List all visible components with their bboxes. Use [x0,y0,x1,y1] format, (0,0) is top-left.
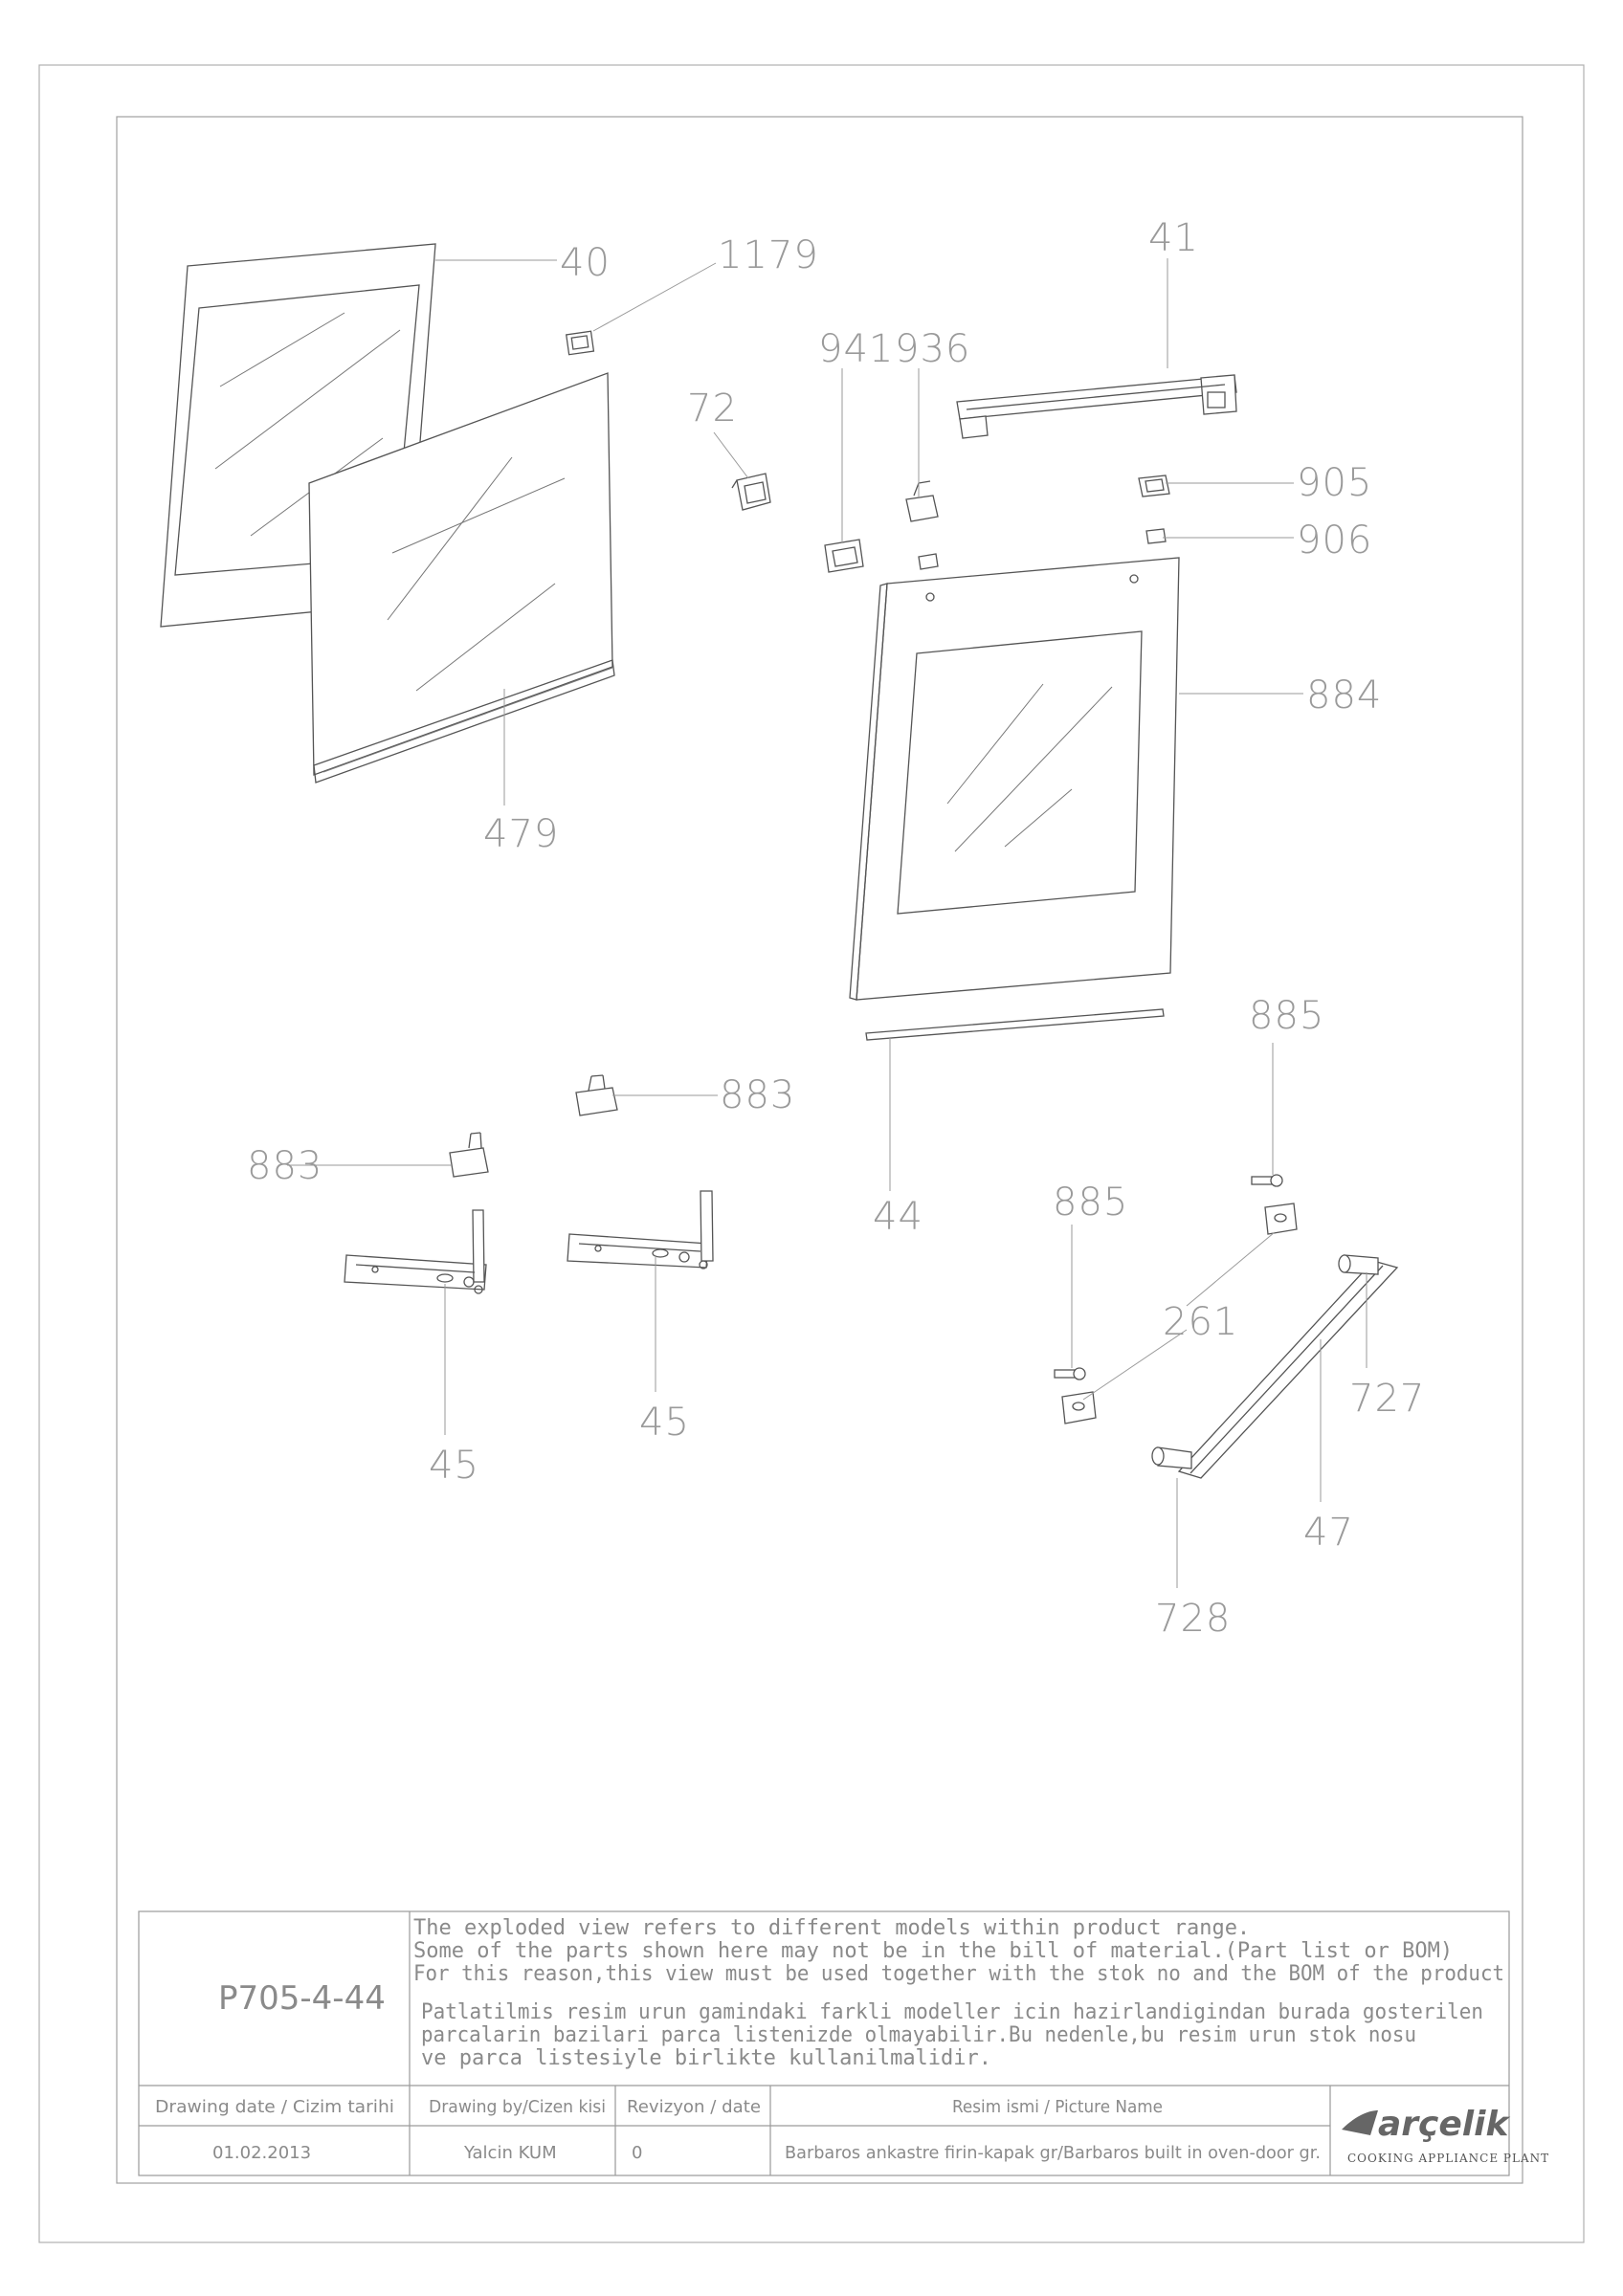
callout-727: 727 [1349,1377,1425,1421]
note-en-line-1: The exploded view refers to different mo… [413,1916,1250,1940]
callout-labels: 40 1179 41 941 936 72 905 906 884 479 88… [247,216,1425,1641]
callout-47: 47 [1303,1511,1354,1555]
part-885-screw-lower [1054,1367,1086,1380]
leader-lines [287,258,1367,1588]
value-picture-name: Barbaros ankastre firin-kapak gr/Barbaro… [785,2143,1321,2163]
part-883-hinge-receiver-left [449,1132,489,1178]
part-906-clip [1145,528,1167,544]
value-revision: 0 [632,2143,642,2163]
callout-728: 728 [1155,1597,1231,1641]
value-drawing-date: 01.02.2013 [212,2143,311,2163]
part-905-clip [1138,475,1170,497]
callout-72: 72 [687,386,738,430]
callout-44: 44 [873,1195,923,1239]
part-883-hinge-receiver-right [575,1074,618,1116]
callout-884: 884 [1306,673,1382,718]
callout-479: 479 [483,812,559,856]
part-885-screw-upper [1251,1174,1283,1187]
part-936-lower-clip [918,553,939,570]
callout-905: 905 [1297,461,1372,505]
callout-261: 261 [1163,1300,1238,1344]
part-1179-clip [566,330,595,356]
part-45-hinge-right [567,1190,714,1269]
part-41-top-profile [956,374,1237,439]
logo-subtitle: COOKING APPLIANCE PLANT [1347,2152,1549,2165]
callout-45-right: 45 [639,1401,690,1445]
part-261-cap-lower [1061,1391,1097,1424]
header-revision: Revizyon / date [627,2097,761,2117]
callout-45-left: 45 [429,1444,479,1488]
part-941-clip [824,539,864,573]
outer-border [38,64,1585,2243]
part-884-door-panel [849,557,1180,1001]
part-45-hinge-left [344,1209,487,1294]
callout-936: 936 [895,327,970,371]
callout-883-right: 883 [720,1073,795,1117]
header-picture-name: Resim ismi / Picture Name [952,2097,1163,2117]
part-261-cap-upper [1264,1203,1298,1235]
callout-40: 40 [560,241,611,285]
note-en-line-2: Some of the parts shown here may not be … [413,1939,1453,1963]
part-479-inner-glass [308,372,615,784]
callout-41: 41 [1148,216,1199,260]
part-44-seal-strip [865,1008,1165,1041]
value-drawn-by: Yalcin KUM [463,2143,557,2163]
header-drawn-by: Drawing by/Cizen kisi [429,2097,606,2117]
note-tr-line-2: parcalarin bazilari parca listenizde olm… [421,2023,1416,2047]
logo-brand: arçelik [1378,2105,1510,2144]
arcelik-logo: arçelik COOKING APPLIANCE PLANT [1342,2105,1549,2165]
part-936-clip [905,480,939,522]
callout-885-lower: 885 [1053,1181,1128,1225]
inner-border [116,116,1523,2184]
callout-941: 941 [818,327,894,371]
drawing-code: P705-4-44 [218,1979,386,2018]
note-tr-line-1: Patlatilmis resim urun gamindaki farkli … [421,2000,1483,2024]
part-72-bracket [731,473,771,511]
callout-906: 906 [1297,519,1372,563]
callout-883-left: 883 [247,1144,322,1188]
callout-1179: 1179 [718,233,819,277]
logo-swoosh-icon [1342,2110,1378,2135]
title-block: P705-4-44 The exploded view refers to di… [138,1910,1549,2176]
note-en-line-3: For this reason,this view must be used t… [413,1962,1504,1986]
header-drawing-date: Drawing date / Cizim tarihi [155,2097,394,2117]
callout-885-upper: 885 [1249,994,1324,1038]
note-tr-line-3: ve parca listesiyle birlikte kullanilmal… [421,2046,991,2070]
part-47-handle-bar [1151,1254,1399,1479]
